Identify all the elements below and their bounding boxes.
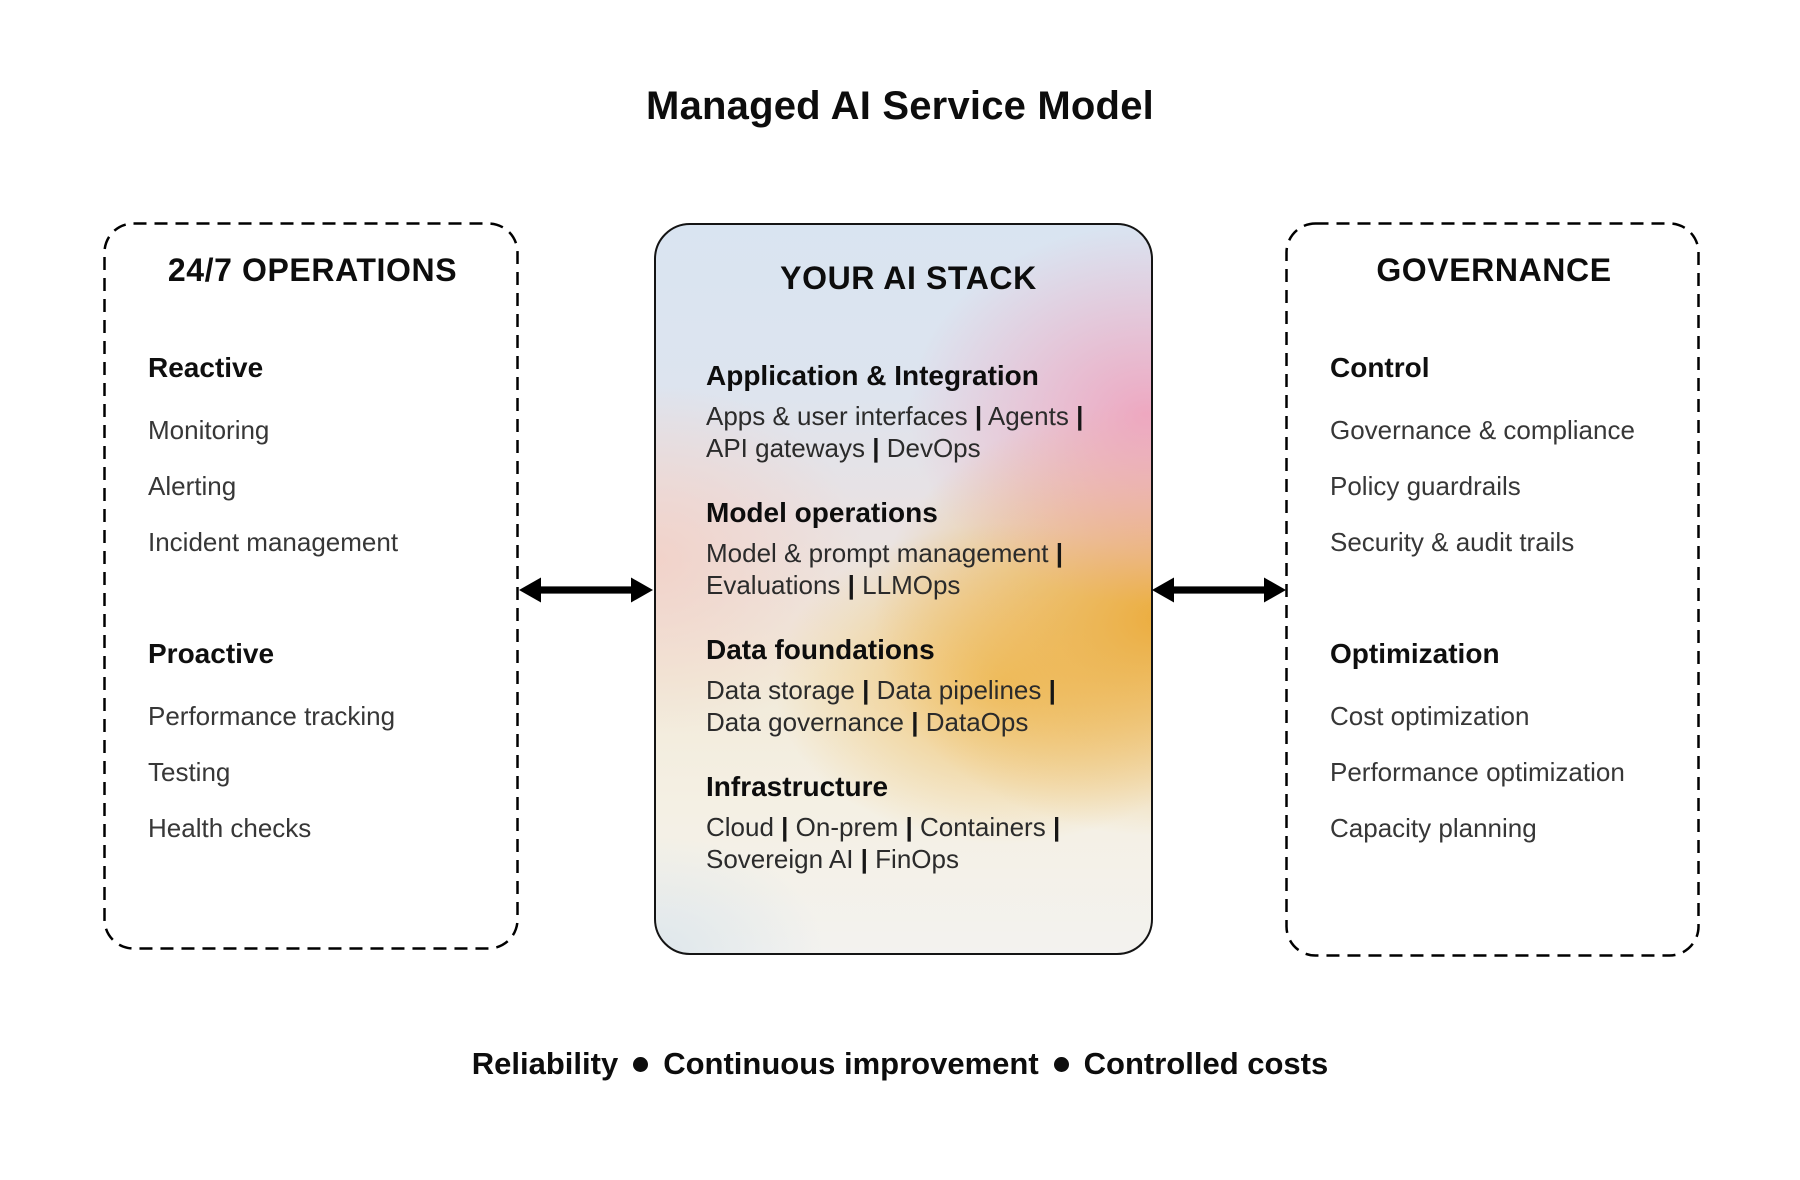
bullet-dot-icon [1053,1056,1069,1072]
footer-item: Reliability [471,1046,619,1081]
list-item: Performance optimization [1330,757,1625,787]
application-integration-section: Application & Integration Apps & user in… [706,358,1111,464]
operations-panel-content: 24/7 OPERATIONS Reactive Monitoring Aler… [103,222,519,950]
model-operations-section: Model operations Model & prompt manageme… [706,495,1111,601]
footer-tagline: Reliability Continuous improvement Contr… [0,1046,1800,1082]
control-items: Governance & compliance Policy guardrail… [1330,402,1658,570]
infrastructure-items: Cloud | On-prem | Containers | Sovereign… [706,812,1061,874]
governance-panel-title: GOVERNANCE [1376,252,1612,288]
list-item: Alerting [148,471,237,501]
application-integration-heading: Application & Integration [706,360,1039,391]
list-item: Capacity planning [1330,813,1537,843]
proactive-heading: Proactive [148,638,275,669]
list-item: Policy guardrails [1330,471,1521,501]
list-item: Governance & compliance [1330,415,1635,445]
application-integration-items: Apps & user interfaces | Agents | API ga… [706,401,1084,463]
list-item: Testing [148,757,231,787]
reactive-section: Reactive Monitoring Alerting Incident ma… [148,350,477,570]
list-item: Security & audit trails [1330,527,1575,557]
data-foundations-items: Data storage | Data pipelines | Data gov… [706,675,1056,737]
control-heading: Control [1330,352,1430,383]
reactive-items: Monitoring Alerting Incident management [148,402,477,570]
data-foundations-heading: Data foundations [706,634,935,665]
model-operations-heading: Model operations [706,497,938,528]
data-foundations-section: Data foundations Data storage | Data pip… [706,632,1111,738]
operations-panel-title: 24/7 OPERATIONS [167,252,458,288]
operations-panel: 24/7 OPERATIONS Reactive Monitoring Aler… [103,222,519,950]
ai-stack-panel: YOUR AI STACK Application & Integration … [654,223,1153,955]
list-item: Health checks [148,813,312,843]
optimization-heading: Optimization [1330,638,1500,669]
optimization-items: Cost optimization Performance optimizati… [1330,688,1658,856]
list-item: Monitoring [148,415,270,445]
proactive-items: Performance tracking Testing Health chec… [148,688,477,856]
bullet-dot-icon [633,1056,649,1072]
optimization-section: Optimization Cost optimization Performan… [1330,636,1658,856]
right-bidirectional-arrow-icon [1152,577,1286,603]
footer-item: Controlled costs [1083,1046,1329,1081]
list-item: Performance tracking [148,701,396,731]
left-bidirectional-arrow-icon [519,577,653,603]
footer-item: Continuous improvement [663,1046,1039,1081]
list-item: Incident management [148,527,399,557]
control-section: Control Governance & compliance Policy g… [1330,350,1658,570]
model-operations-items: Model & prompt management | Evaluations … [706,538,1064,600]
infrastructure-section: Infrastructure Cloud | On-prem | Contain… [706,769,1111,875]
reactive-heading: Reactive [148,352,264,383]
page-title: Managed AI Service Model [646,84,1154,128]
governance-panel: GOVERNANCE Control Governance & complian… [1285,222,1700,957]
infrastructure-heading: Infrastructure [706,771,889,802]
governance-panel-content: GOVERNANCE Control Governance & complian… [1285,222,1700,957]
list-item: Cost optimization [1330,701,1530,731]
ai-stack-panel-title: YOUR AI STACK [780,260,1037,296]
proactive-section: Proactive Performance tracking Testing H… [148,636,477,856]
